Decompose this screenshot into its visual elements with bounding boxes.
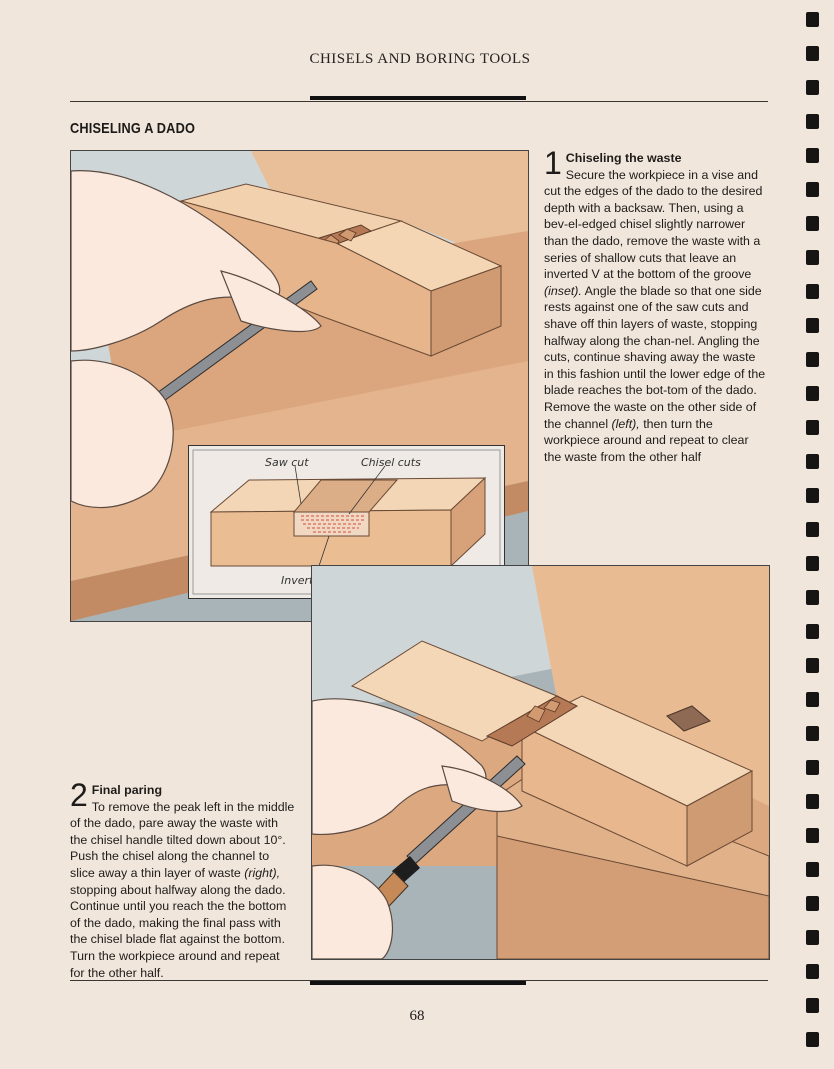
binding-hole: [806, 692, 819, 707]
binding-hole: [806, 12, 819, 27]
figure-final-paring: [311, 565, 770, 960]
binding-hole: [806, 964, 819, 979]
step-1-text: 1 Chiseling the waste Secure the workpie…: [544, 145, 768, 465]
binding-hole: [806, 862, 819, 877]
header-rule-bold: [310, 96, 526, 100]
step-2-ref-right: (right),: [244, 865, 281, 880]
binding-hole: [806, 760, 819, 775]
step-1-ref-inset: (inset).: [544, 283, 582, 298]
step-2-heading: Final paring: [91, 783, 163, 797]
binding-hole: [806, 148, 819, 163]
illustration-final-paring: [312, 566, 769, 959]
step-1-body-c: then turn the workpiece around and repea…: [544, 416, 749, 464]
step-1-ref-left: (left),: [611, 416, 640, 431]
running-head: CHISELS AND BORING TOOLS: [309, 51, 531, 67]
binding-hole: [806, 896, 819, 911]
step-2-number: 2: [70, 777, 88, 813]
binding-hole: [806, 318, 819, 333]
binding-hole: [806, 216, 819, 231]
step-1-body-a: Secure the workpiece in a vise and cut t…: [544, 167, 763, 282]
binding-hole: [806, 352, 819, 367]
binding-hole: [806, 794, 819, 809]
binding-hole: [806, 590, 819, 605]
binding-hole: [806, 250, 819, 265]
binding-hole: [806, 454, 819, 469]
binding-hole: [806, 930, 819, 945]
binding-hole: [806, 488, 819, 503]
binding-hole: [806, 658, 819, 673]
binding-hole: [806, 726, 819, 741]
step-2-text: 2 Final paring To remove the peak left i…: [70, 777, 296, 981]
header-rule: [70, 101, 768, 102]
binding-hole: [806, 828, 819, 843]
binding-hole: [806, 114, 819, 129]
binding-hole: [806, 1032, 819, 1047]
binding-hole: [806, 420, 819, 435]
step-1-heading: Chiseling the waste: [565, 151, 682, 165]
binding-hole: [806, 284, 819, 299]
spiral-binding: [806, 12, 824, 1062]
label-chisel-cuts: Chisel cuts: [361, 456, 421, 469]
section-title: CHISELING A DADO: [70, 120, 196, 137]
binding-hole: [806, 386, 819, 401]
label-saw-cut: Saw cut: [265, 456, 309, 469]
footer-rule: [70, 980, 768, 981]
binding-hole: [806, 182, 819, 197]
page-number: 68: [409, 1008, 425, 1024]
binding-hole: [806, 624, 819, 639]
step-2-body-a: To remove the peak left in the middle of…: [70, 799, 295, 880]
binding-hole: [806, 80, 819, 95]
binding-hole: [806, 998, 819, 1013]
step-1-body-b: Angle the blade so that one side rests a…: [544, 283, 766, 431]
binding-hole: [806, 522, 819, 537]
step-1-number: 1: [544, 145, 562, 181]
step-2-body-b: stopping about halfway along the dado. C…: [70, 882, 287, 980]
footer-rule-bold: [310, 981, 526, 985]
binding-hole: [806, 46, 819, 61]
binding-hole: [806, 556, 819, 571]
